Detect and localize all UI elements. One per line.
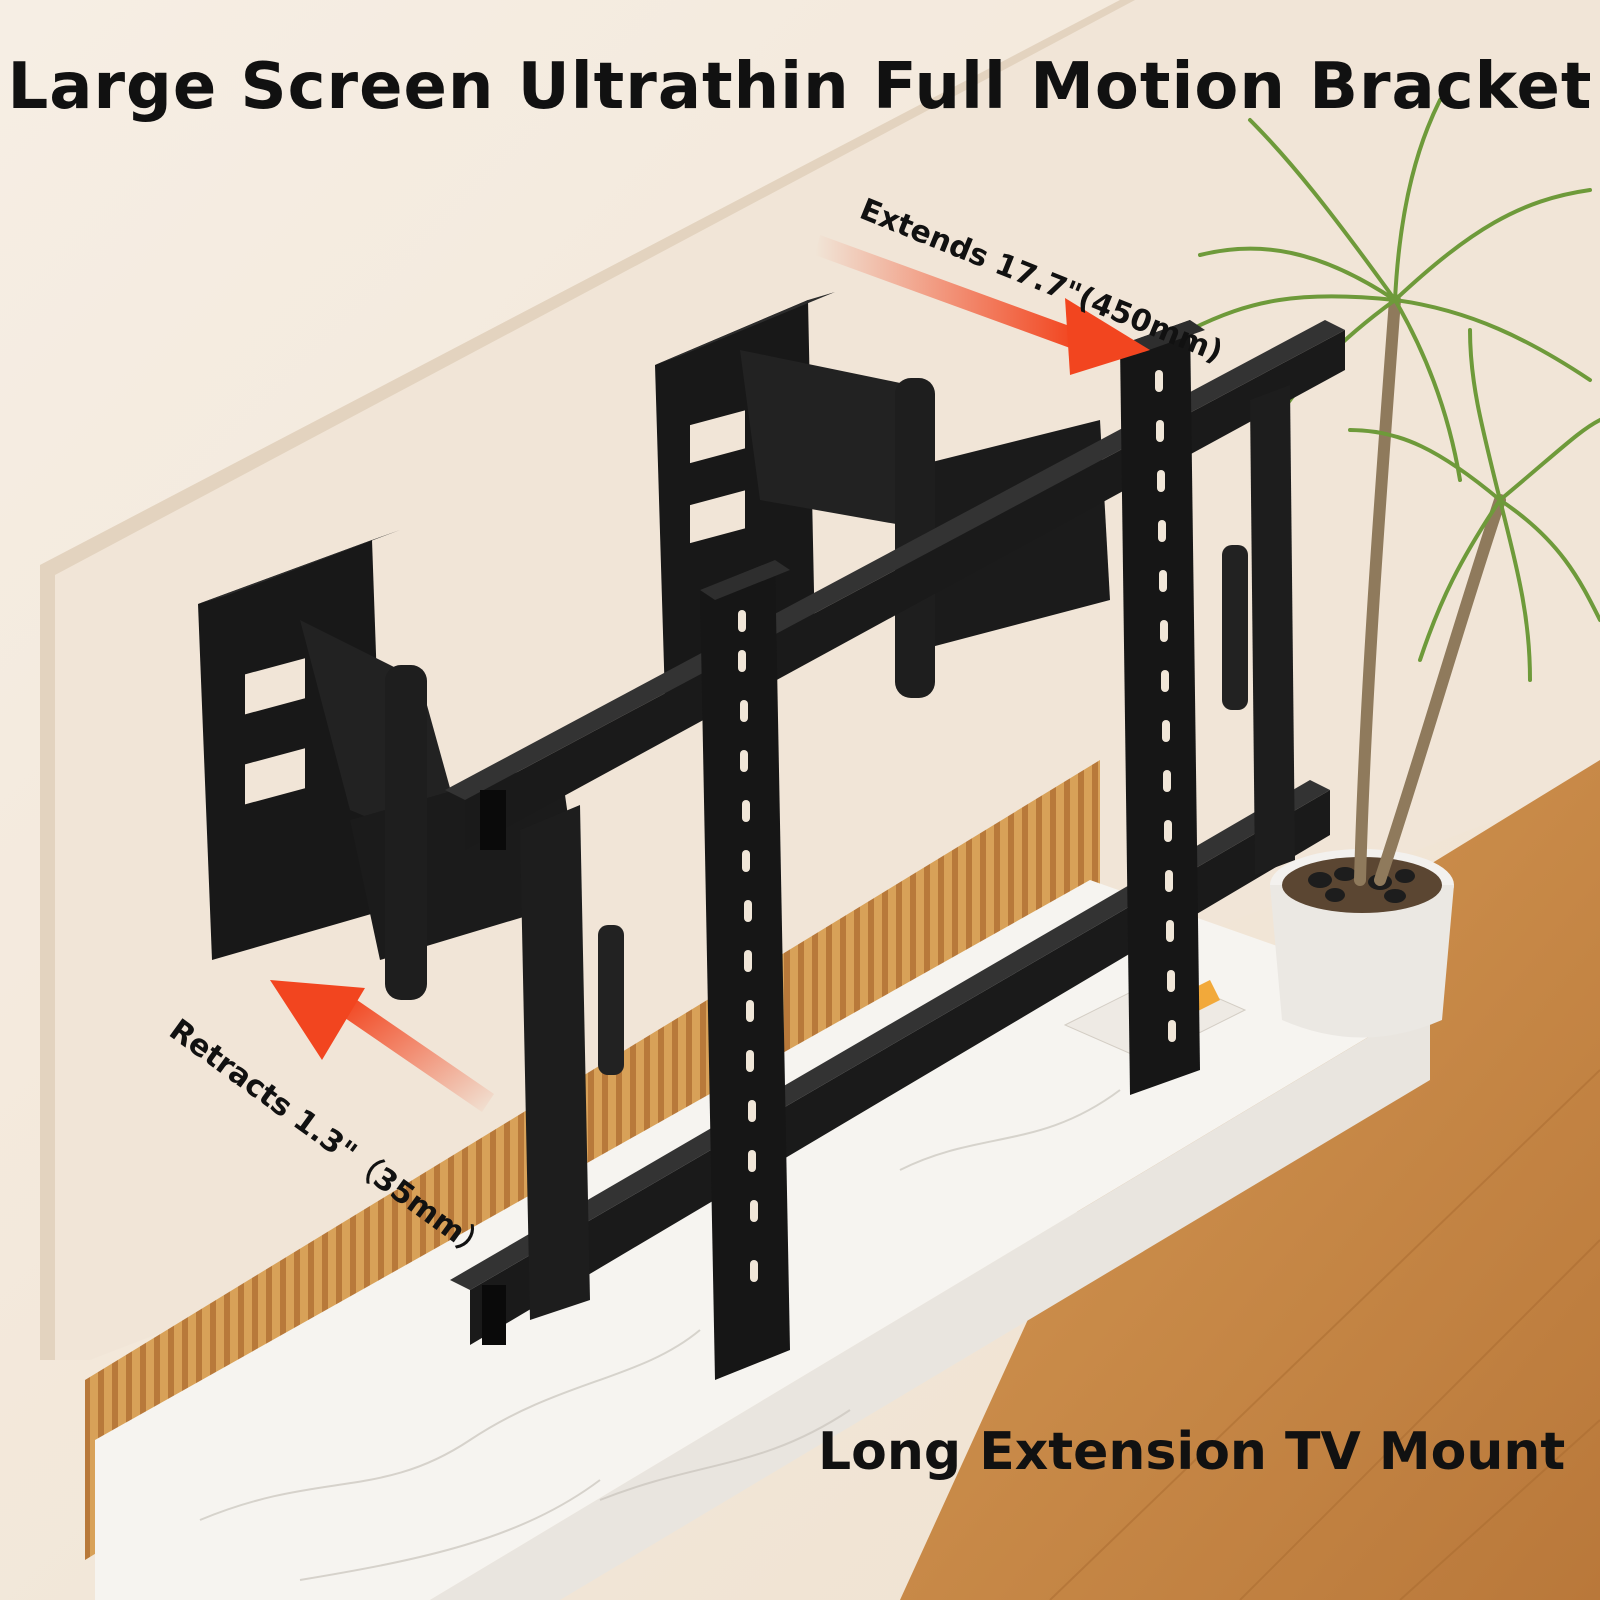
extend-arrow [815,235,1150,375]
wall-recess-panel [40,0,1600,1360]
retract-arrow [270,980,494,1112]
tv-mount-bracket [198,292,1345,1380]
floor-boards [1049,1069,1600,1600]
footer-caption: Long Extension TV Mount [818,1422,1566,1482]
marble-veins [199,1089,1121,1581]
marble-console-front [430,1000,1430,1600]
headline: Large Screen Ultrathin Full Motion Brack… [7,50,1593,124]
